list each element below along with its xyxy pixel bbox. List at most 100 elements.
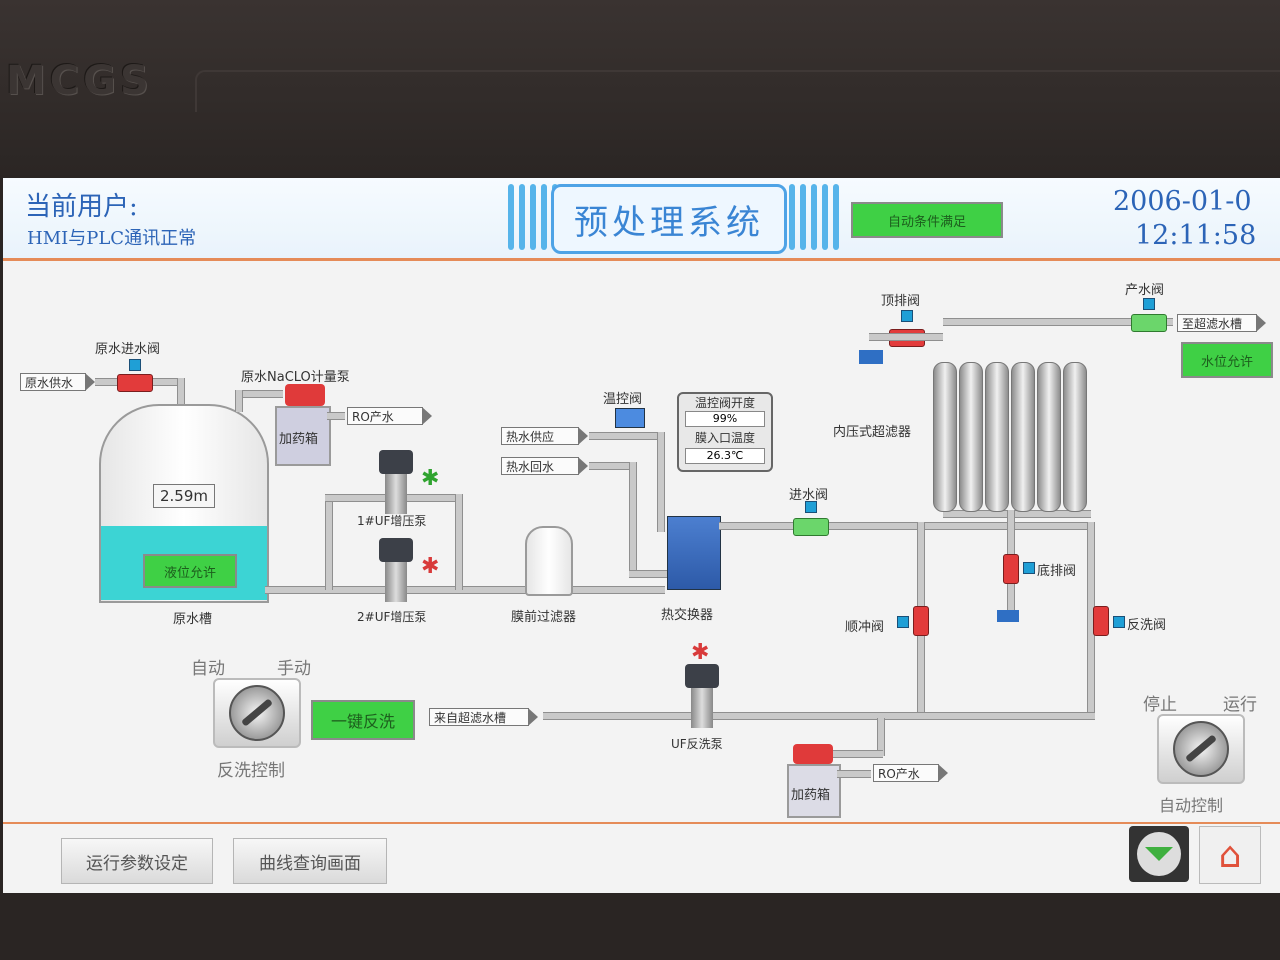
page-title: 预处理系统	[551, 184, 787, 254]
dosing-tank-1	[275, 406, 331, 466]
prefilter-vessel	[525, 526, 573, 596]
dosing-tank-2	[787, 764, 841, 818]
pump-loop-left	[325, 494, 333, 590]
heat-exchanger-label: 热交换器	[661, 608, 714, 623]
top-drain-pipe	[869, 333, 943, 341]
hot-supply-tag: 热水供应	[501, 427, 588, 445]
footer-divider	[3, 822, 1280, 824]
backwash-pump-label: UF反洗泵	[671, 737, 723, 751]
bottom-drain-valve[interactable]	[1003, 554, 1019, 584]
date-display: 2006-01-0	[1113, 186, 1252, 217]
pump2-label: 2#UF增压泵	[357, 610, 427, 624]
top-drain-outlet	[859, 350, 883, 364]
uf-membrane-1	[933, 362, 957, 512]
dosing-pump-2[interactable]	[793, 744, 833, 764]
temp-valve-opening-value: 99%	[685, 411, 765, 427]
temp-control-valve[interactable]	[615, 408, 645, 428]
tank-level-readout: 2.59m	[153, 484, 215, 508]
header-bar: 当前用户: HMI与PLC通讯正常 预处理系统 自动条件满足 2006-01-0…	[3, 178, 1280, 261]
hot-return-pipe-in	[629, 570, 669, 578]
home-icon[interactable]: ⌂	[1199, 826, 1261, 884]
backwash-mode-switch[interactable]	[213, 678, 301, 748]
inlet-temp-value: 26.3℃	[685, 448, 765, 464]
hmi-screen: 当前用户: HMI与PLC通讯正常 预处理系统 自动条件满足 2006-01-0…	[3, 178, 1280, 893]
comm-status: HMI与PLC通讯正常	[27, 228, 197, 249]
prefilter-label: 膜前过滤器	[511, 610, 577, 625]
uf-membrane-3	[985, 362, 1009, 512]
raw-inlet-valve-label: 原水进水阀	[95, 342, 161, 357]
bottom-drain-outlet	[997, 610, 1019, 622]
dosing-tank-2-label: 加药箱	[791, 788, 831, 803]
auto-control-label: 自动控制	[1159, 796, 1224, 815]
auto-label: 自动	[191, 659, 225, 679]
raw-tank-label: 原水槽	[173, 612, 213, 627]
forward-flush-valve-indicator	[897, 616, 909, 628]
top-drain-valve-indicator	[901, 310, 913, 322]
one-key-backwash-button[interactable]: 一键反洗	[311, 700, 415, 740]
curve-query-button[interactable]: 曲线查询画面	[233, 838, 387, 884]
current-user-label: 当前用户:	[25, 192, 138, 222]
stop-label: 停止	[1143, 695, 1177, 715]
bottom-drain-valve-label: 底排阀	[1037, 564, 1077, 579]
dosing-2-pipe-h	[829, 750, 883, 758]
inlet-valve-indicator	[805, 501, 817, 513]
uf-feed-pipe	[719, 522, 1091, 530]
backwash-valve[interactable]	[1093, 606, 1109, 636]
uf-membrane-6	[1063, 362, 1087, 512]
pump-loop-right	[455, 494, 463, 590]
hot-return-pipe	[589, 462, 635, 470]
ro-water-2-pipe	[837, 770, 871, 778]
low-level-indicator: 液位允许	[143, 554, 237, 588]
backwash-pump-stopped-icon: ✱	[691, 640, 710, 665]
heat-exchanger	[667, 516, 721, 590]
uf-inlet-valve[interactable]	[793, 518, 829, 536]
uf-booster-pump-1[interactable]	[373, 450, 419, 514]
dosing-tank-1-label: 加药箱	[279, 432, 319, 447]
ro-water-1-tag: RO产水	[347, 407, 432, 425]
hot-supply-pipe-down	[657, 432, 665, 532]
uf-membrane-5	[1037, 362, 1061, 512]
forward-flush-valve[interactable]	[913, 606, 929, 636]
auto-run-switch[interactable]	[1157, 714, 1245, 784]
brand-logo: MCGS	[6, 58, 153, 104]
hot-return-tag: 热水回水	[501, 457, 588, 475]
run-params-button[interactable]: 运行参数设定	[61, 838, 213, 884]
product-valve-indicator	[1143, 298, 1155, 310]
inlet-valve-label: 进水阀	[789, 488, 829, 503]
next-page-button[interactable]	[1129, 826, 1189, 882]
from-uf-tank-tag: 来自超滤水槽	[429, 708, 538, 726]
pump2-stopped-icon: ✱	[421, 554, 440, 579]
dosing-2-pipe	[877, 718, 885, 756]
forward-flush-valve-label: 顺冲阀	[845, 620, 885, 635]
main-feed-pipe	[265, 586, 665, 594]
dosing-pipe	[235, 390, 283, 398]
backwash-valve-indicator	[1113, 616, 1125, 628]
uf-filter-label: 内压式超滤器	[833, 425, 912, 440]
uf-membrane-4	[1011, 362, 1035, 512]
inlet-temp-label: 膜入口温度	[694, 431, 755, 445]
uf-membrane-2	[959, 362, 983, 512]
uf-backwash-pump[interactable]	[679, 664, 725, 728]
run-label: 运行	[1223, 695, 1257, 715]
dosing-pump-1[interactable]	[285, 384, 325, 406]
to-uf-tank-tag: 至超滤水槽	[1177, 314, 1266, 332]
bezel-decoration	[195, 70, 1280, 112]
top-drain-valve-label: 顶排阀	[881, 294, 921, 309]
raw-inlet-valve[interactable]	[117, 374, 153, 392]
next-page-icon	[1137, 832, 1181, 876]
product-valve-label: 产水阀	[1125, 283, 1165, 298]
pump1-label: 1#UF增压泵	[357, 514, 427, 528]
hot-return-pipe-down	[629, 462, 637, 572]
product-valve[interactable]	[1131, 314, 1167, 332]
auto-condition-indicator: 自动条件满足	[851, 202, 1003, 238]
time-display: 12:11:58	[1135, 220, 1257, 251]
uf-booster-pump-2[interactable]	[373, 538, 419, 602]
backwash-valve-label: 反洗阀	[1127, 618, 1167, 633]
dosing-pump-label: 原水NaCLO计量泵	[241, 370, 350, 385]
ro-water-2-tag: RO产水	[873, 764, 948, 782]
device-bezel	[0, 0, 1280, 175]
dosing-pipe-down	[235, 390, 243, 412]
ro-water-1-pipe	[327, 412, 345, 420]
device-bezel-bottom	[0, 893, 1280, 960]
temp-valve-opening-label: 温控阀开度	[694, 396, 755, 410]
